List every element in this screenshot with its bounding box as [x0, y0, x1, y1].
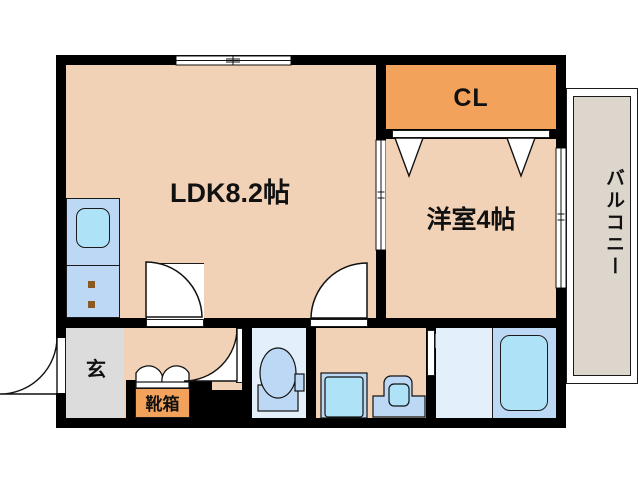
entrance-door-swing	[0, 336, 58, 395]
hall-to-ldk-door-left-swing	[145, 261, 204, 319]
wall-nub-bedroom-door-top	[376, 65, 386, 140]
shoe-cabinet-doors[interactable]	[135, 362, 190, 389]
wall-nub-right-of-door-2	[368, 318, 566, 328]
hallway-step-wall-2	[212, 390, 242, 418]
entrance-door-jamb-bottom	[56, 393, 66, 418]
wall-nub-balcony-door-bottom	[556, 288, 566, 428]
bedroom-label: 洋室4帖	[426, 206, 516, 234]
ldk-label: LDK8.2帖	[170, 178, 291, 208]
kitchen-counter-divider	[66, 265, 120, 266]
hall-to-ldk-door-right-leaf[interactable]	[310, 319, 368, 327]
wall-nub-window-left	[56, 55, 176, 65]
toilet-fixture	[252, 340, 306, 418]
closet-area	[386, 65, 556, 129]
stove-burner-2-icon	[88, 301, 95, 308]
exterior-wall-left	[56, 55, 66, 428]
wall-nub-ldk-left-of-door-1	[66, 318, 146, 328]
closet-folding-doors[interactable]	[392, 130, 550, 138]
wall-nub-balcony-door-top	[556, 55, 566, 148]
wall-nub-window-right	[291, 55, 566, 65]
exterior-wall-bottom	[56, 418, 566, 428]
hall-to-ldk-door-left-leaf[interactable]	[146, 319, 204, 327]
ldk-to-bedroom-door[interactable]	[375, 139, 387, 251]
bedroom-floor	[386, 139, 556, 318]
wall-nub-bedroom-door-bottom	[376, 250, 386, 318]
balcony-area	[573, 96, 631, 376]
bathroom-door[interactable]	[427, 330, 435, 376]
balcony-label: バルコニー	[603, 168, 624, 278]
kitchen-sink	[76, 208, 110, 248]
genkan-hall-divider	[124, 328, 126, 418]
entrance-door-jamb-top	[56, 328, 66, 338]
entrance-floor	[66, 328, 126, 418]
toilet-partition-left	[242, 328, 252, 418]
wall-nub-between-doors	[204, 318, 310, 328]
hall-to-ldk-door-right-swing	[310, 262, 368, 319]
living-window[interactable]	[175, 55, 292, 66]
washing-machine-pan	[320, 372, 368, 419]
closet-label: CL	[453, 84, 489, 112]
bedroom-to-balcony-door[interactable]	[555, 147, 567, 289]
vanity-wash-basin	[372, 372, 426, 418]
toilet-partition-right	[306, 328, 316, 418]
shoe-cabinet-label: 靴箱	[145, 395, 180, 414]
bathtub	[500, 335, 548, 411]
closet-door-swing-indicators	[386, 137, 556, 179]
stove-burner-1-icon	[88, 281, 95, 288]
toilet-door-swing	[183, 327, 238, 382]
entrance-label: 玄	[86, 359, 106, 381]
